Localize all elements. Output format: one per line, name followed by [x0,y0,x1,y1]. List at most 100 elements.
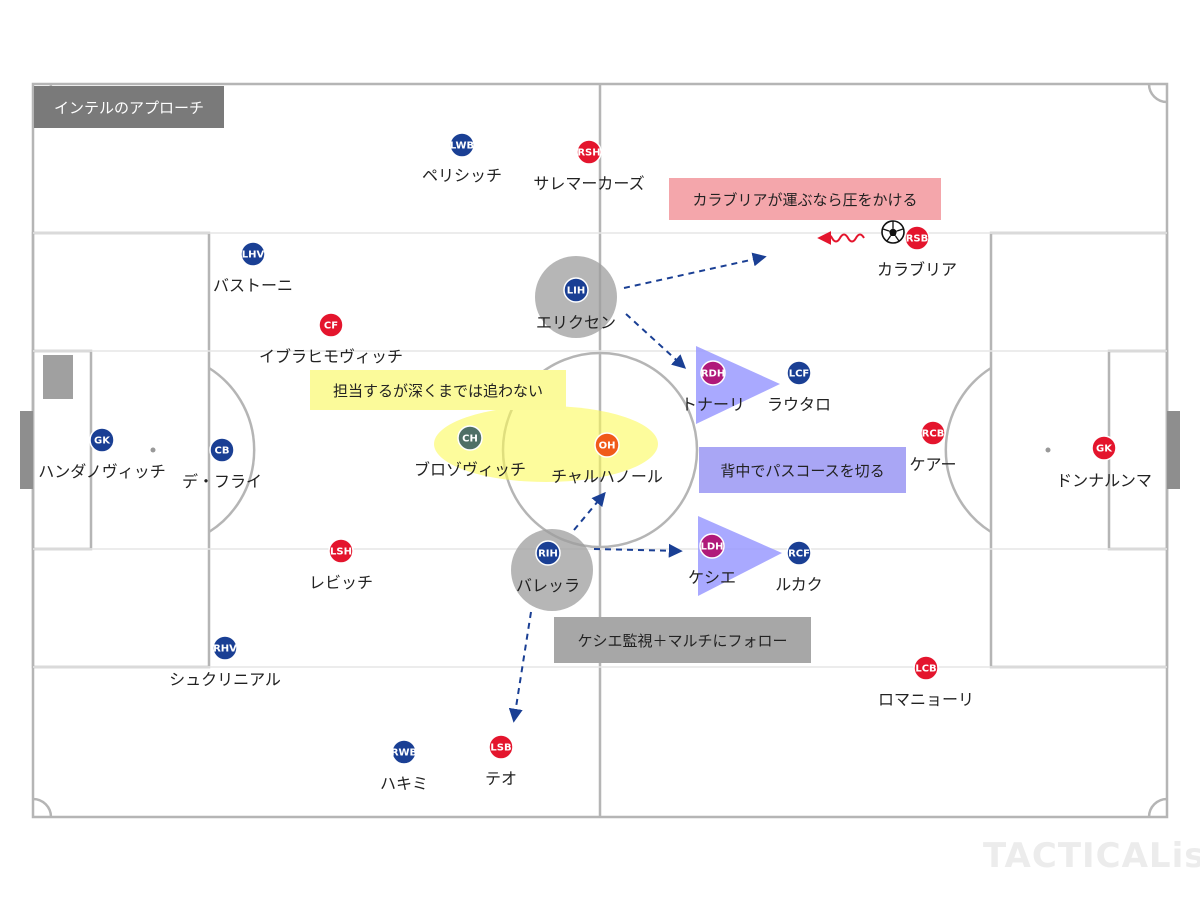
position-label: GK [94,436,111,447]
player-milan-lsb: LSB テオ [485,734,517,788]
player-token [786,540,812,566]
player-token [576,139,602,165]
player-name: サレマーカーズ [533,174,644,193]
player-name: ルカク [775,575,823,594]
player-name: ペリシッチ [422,166,502,185]
player-milan-lcb: LCB ロマニョーリ [878,655,974,709]
note-press-calabria: カラブリアが運ぶなら圧をかける [669,178,941,220]
note-watch-kessie: ケシエ監視＋マルチにフォロー [554,617,811,663]
right-goal [1167,411,1180,489]
arrow-eriksen-to-tonali [625,313,687,369]
player-inter-rcf: RCF ルカク [775,540,823,594]
corner-arc-br [1147,797,1168,818]
player-token [212,635,238,661]
player-name: カラブリア [877,260,957,279]
player-token [209,437,235,463]
player-name: トナーリ [681,395,745,414]
player-token [488,734,514,760]
arrow-barella-to-kessie [593,543,683,558]
pressing-shadow-barella [511,529,593,611]
position-label: CH [462,434,478,445]
player-milan-rsh: RSH サレマーカーズ [533,139,645,193]
position-label: CF [324,321,338,332]
position-label: RSH [577,148,600,159]
right-penalty-spot [1045,447,1051,453]
left-goal [20,411,33,489]
position-label: LDH [700,542,723,553]
player-token [594,432,620,458]
position-label: CB [215,446,230,457]
player-token [449,132,475,158]
position-label: LSB [490,743,511,754]
player-milan-ldh: LDH ケシエ [688,533,736,587]
position-label: RIH [538,549,558,560]
arrow-barella-to-calhanoglu [573,491,606,531]
position-label: GK [1096,444,1113,455]
position-label: RHV [213,644,237,655]
player-name: ハキミ [380,774,428,793]
player-inter-rwb: RWB ハキミ [380,739,428,793]
position-label: RDH [701,369,725,380]
diagram-title: インテルのアプローチ [34,86,224,128]
player-name: ロマニョーリ [878,690,974,709]
player-name: ケシエ [688,568,736,587]
player-name: エリクセン [536,313,616,332]
position-label: LCB [915,664,936,675]
player-token [699,533,725,559]
player-inter-gk: GK ハンダノヴィッチ [38,427,166,481]
left-penalty-spot [150,447,156,453]
player-token [535,540,561,566]
player-token [920,420,946,446]
player-name: ケアー [909,455,956,474]
left-penalty-area [31,231,211,669]
position-label: LCF [789,369,810,380]
position-label: RWB [391,748,417,759]
arrow-eriksen-to-calabria [623,252,767,289]
player-token [786,360,812,386]
player-name: ラウタロ [767,395,831,414]
player-milan-rdh: RDH トナーリ [681,360,745,414]
player-token [328,538,354,564]
position-label: LIH [567,286,585,297]
player-name: テオ [485,769,517,788]
position-label: RCF [788,549,810,560]
player-token [240,241,266,267]
player-token [457,425,483,451]
player-name: チャルハノール [551,467,663,486]
right-goal-area [1107,349,1169,551]
position-label: RSB [906,234,929,245]
movement-arrows [508,252,767,723]
marking-zone-brozovic [434,406,658,482]
arrow-barella-to-theo [508,611,532,723]
player-inter-lcf: LCF ラウタロ [767,360,831,414]
pressure-arrow-calabria [817,231,865,245]
player-name: バストーニ [213,276,293,295]
player-token [563,277,589,303]
player-token [913,655,939,681]
goalkeeper-zone-marker [43,355,73,399]
left-penalty-arc [208,366,256,534]
player-token [904,225,930,251]
player-name: デ・フライ [182,472,262,491]
player-token [391,739,417,765]
player-name: バレッラ [516,576,580,595]
player-milan-cf: CF イブラヒモヴィッチ [259,312,403,366]
note-dont-chase-deep: 担当するが深くまでは追わない [310,370,566,410]
right-penalty-arc [944,366,992,534]
ball-icon [881,220,905,244]
right-penalty-area [989,231,1169,669]
player-name: シュクリニアル [169,670,281,689]
player-token [318,312,344,338]
player-token [700,360,726,386]
position-label: OH [599,441,616,452]
corner-arc-bl [32,797,53,818]
player-name: イブラヒモヴィッチ [259,347,403,366]
player-inter-rhv: RHV シュクリニアル [169,635,281,689]
player-name: ハンダノヴィッチ [38,462,166,481]
